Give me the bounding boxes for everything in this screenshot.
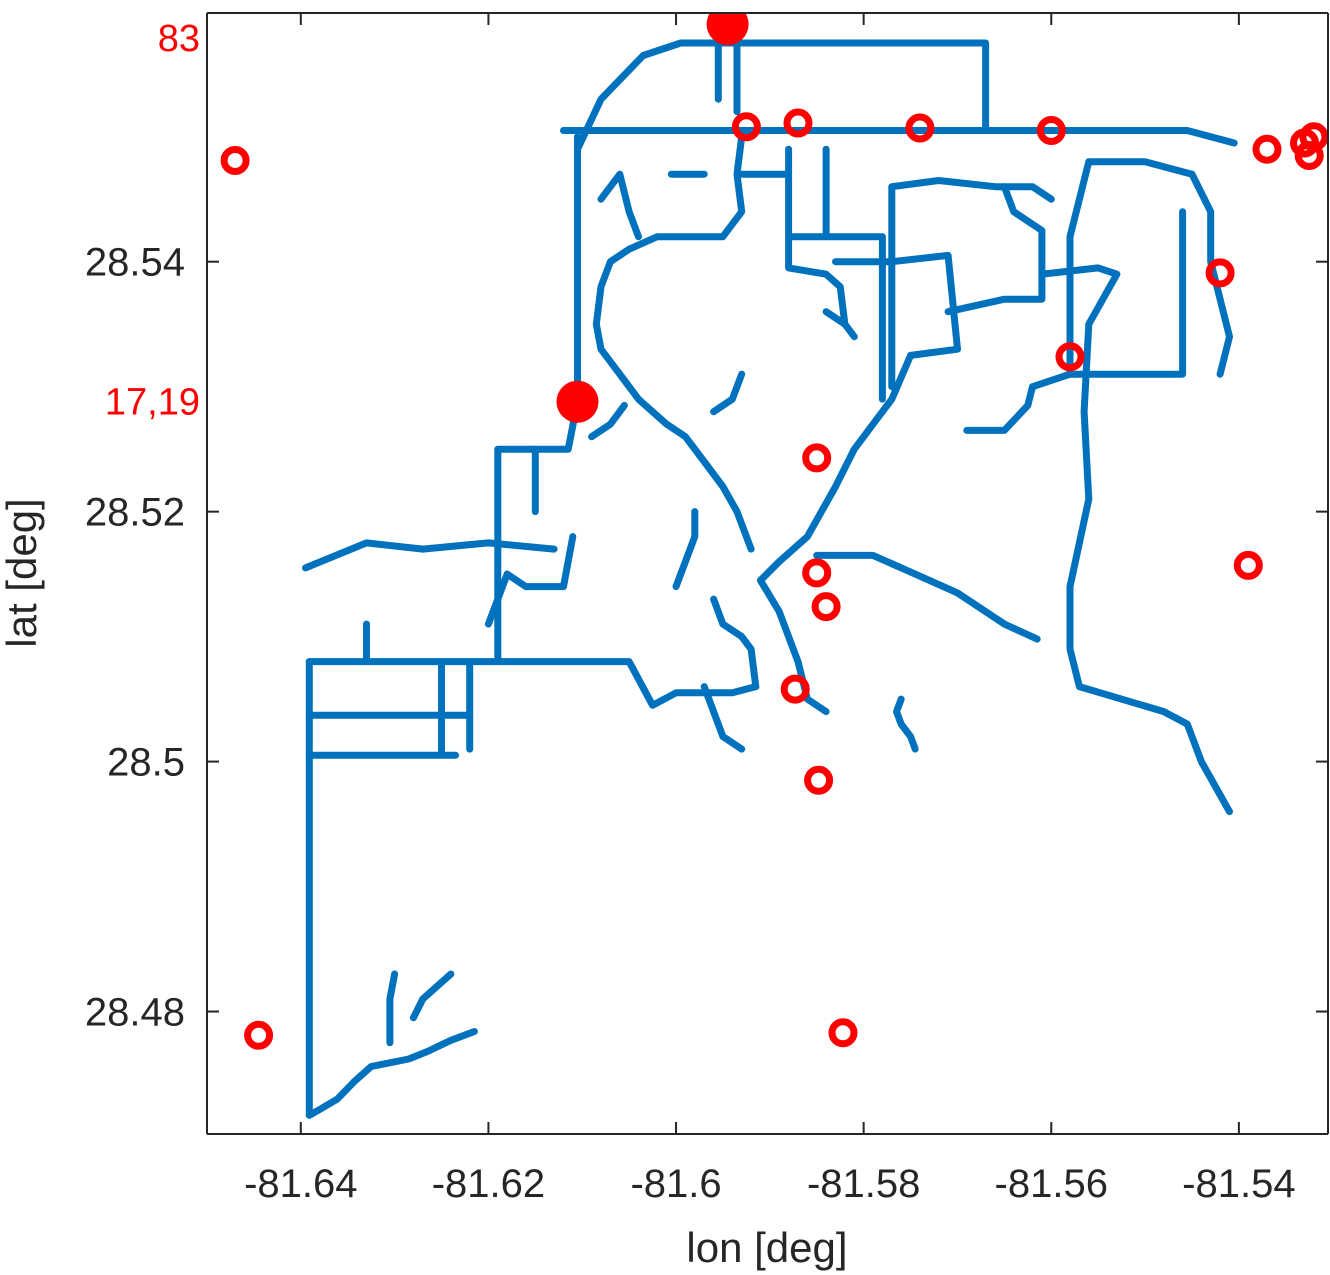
stop-marker [780,674,810,704]
stop-marker [244,1020,274,1050]
x-tick-label: -81.54 [1182,1162,1295,1206]
x-axis-ticks: -81.64 -81.62 -81.6 -81.58 -81.56 -81.54 [244,13,1296,1206]
route-segment [963,370,1074,434]
x-tick-label: -81.64 [244,1162,357,1206]
stop-marker [731,112,761,142]
route-segment [503,533,577,591]
route-segment [305,1028,478,1119]
route-segment [409,970,455,1022]
route-segment [1066,208,1187,378]
stop-marker [804,765,834,795]
stop-marker [905,113,935,143]
route-segment [484,570,511,628]
route-segment [574,39,990,153]
y-axis-ticks: 28.48 28.5 28.52 28.54 [85,241,1328,1035]
stop-marker [1205,258,1235,288]
y-tick-label: 28.48 [85,991,185,1035]
route-segment [822,308,858,341]
stop-marker [220,146,250,175]
annotation-labels: 83 17,19 [105,18,200,424]
route-segment [386,970,399,1047]
route-segment [944,183,1046,316]
route-segment [305,658,760,709]
route-segment [710,370,746,416]
stop-marker-filled [556,380,599,423]
route-segment [710,595,760,691]
route-segment [1038,264,1233,816]
x-tick-label: -81.6 [630,1162,721,1206]
stop-marker [783,108,813,138]
route-segment [302,539,558,572]
stop-markers [220,13,1328,1050]
route-segment [700,683,746,753]
plot-area [220,13,1328,1119]
route-segment [888,177,1055,391]
route-segment [560,127,1238,147]
route-segment [672,508,699,591]
y-axis-title: lat [deg] [0,498,45,647]
annotation-label: 17,19 [105,382,200,424]
stop-marker [1036,116,1066,145]
route-segment [785,145,849,328]
route-segment [597,170,642,241]
route-segment [813,551,1041,643]
stop-marker [1055,342,1085,372]
y-tick-label: 28.54 [85,241,185,285]
route-segment [1066,158,1196,378]
route-segment [785,233,886,403]
route-segment [588,401,628,441]
stop-marker [802,443,832,473]
route-network [302,39,1238,1119]
stop-marker [802,558,832,588]
route-segment [893,695,919,753]
y-tick-label: 28.5 [107,741,185,785]
route-segment [494,398,581,666]
x-tick-label: -81.62 [432,1162,545,1206]
stop-marker [1233,550,1263,580]
route-segment [757,576,830,716]
stop-marker [811,592,841,622]
x-tick-label: -81.58 [807,1162,920,1206]
annotation-label: 83 [158,18,200,60]
stop-marker [1252,134,1282,164]
y-tick-label: 28.52 [85,491,185,535]
x-axis-title: lon [deg] [686,1224,847,1271]
route-segment [757,251,961,584]
stop-marker [1294,141,1324,170]
route-segment [592,133,755,553]
axes-box [206,12,1329,1135]
stop-marker [828,1018,858,1048]
x-tick-label: -81.56 [995,1162,1108,1206]
stop-marker-filled [706,13,749,46]
